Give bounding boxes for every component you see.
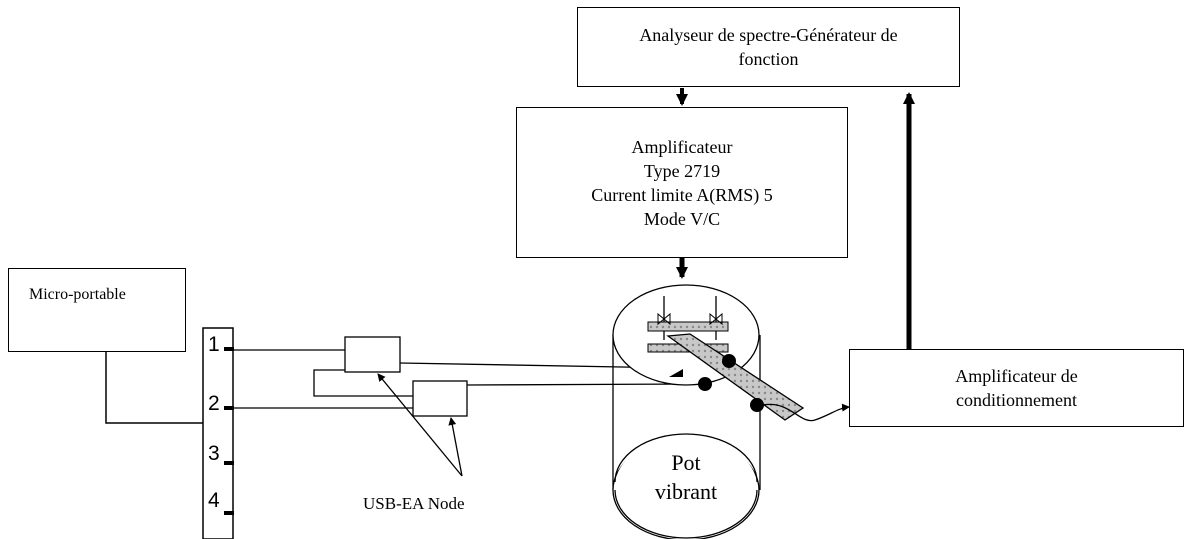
usb-node-1 (344, 336, 401, 373)
micro-portable-label: Micro-portable (29, 286, 126, 303)
shaker-label-line-2: vibrant (654, 479, 718, 504)
conditioning-amplifier-box: Amplificateur de conditionnement (849, 349, 1184, 427)
port-connector-bar (202, 327, 234, 539)
port-label-1: 1 (208, 333, 220, 356)
wire-node2-to-sensor (466, 383, 701, 386)
conditioning-label-line-1: Amplificateur de (955, 366, 1078, 386)
amplifier-label-line-3: Current limite A(RMS) 5 (591, 184, 773, 205)
port-label-4: 4 (208, 489, 220, 512)
sensor-dot (722, 354, 736, 368)
amplifier-label-line-2: Type 2719 (643, 160, 721, 181)
spectrum-analyzer-box: Analyseur de spectre-Générateur de fonct… (577, 7, 960, 87)
sensor-dot (750, 398, 764, 412)
wire-sensor-to-conditioning (762, 403, 850, 422)
usb-node-label: USB-EA Node (363, 494, 465, 513)
conditioning-label-line-2: conditionnement (956, 390, 1077, 410)
usb-node-2 (412, 380, 468, 417)
micro-portable-box: Micro-portable (8, 268, 186, 352)
analyzer-label-line-1: Analyseur de spectre-Générateur de (639, 25, 898, 45)
amplifier-box: Amplificateur Type 2719 Current limite A… (516, 107, 848, 258)
amplifier-label-line-1: Amplificateur (631, 136, 733, 157)
port-label-3: 3 (208, 442, 220, 465)
excitation-marker (669, 369, 683, 377)
wire-laptop-to-port2 (105, 352, 208, 424)
amplifier-label-line-4: Mode V/C (643, 208, 721, 229)
wire-node-loop (313, 369, 413, 397)
shaker-label-line-1: Pot (671, 450, 701, 475)
shaker-label: Pot vibrant (627, 448, 745, 506)
sensor-dot (698, 377, 712, 391)
port-pins (224, 347, 234, 515)
cantilever-beam (666, 333, 805, 421)
analyzer-label-line-2: fonction (738, 49, 799, 69)
port-label-2: 2 (208, 392, 220, 415)
pointer-to-node2 (448, 417, 463, 477)
pointer-to-node1 (377, 373, 463, 477)
